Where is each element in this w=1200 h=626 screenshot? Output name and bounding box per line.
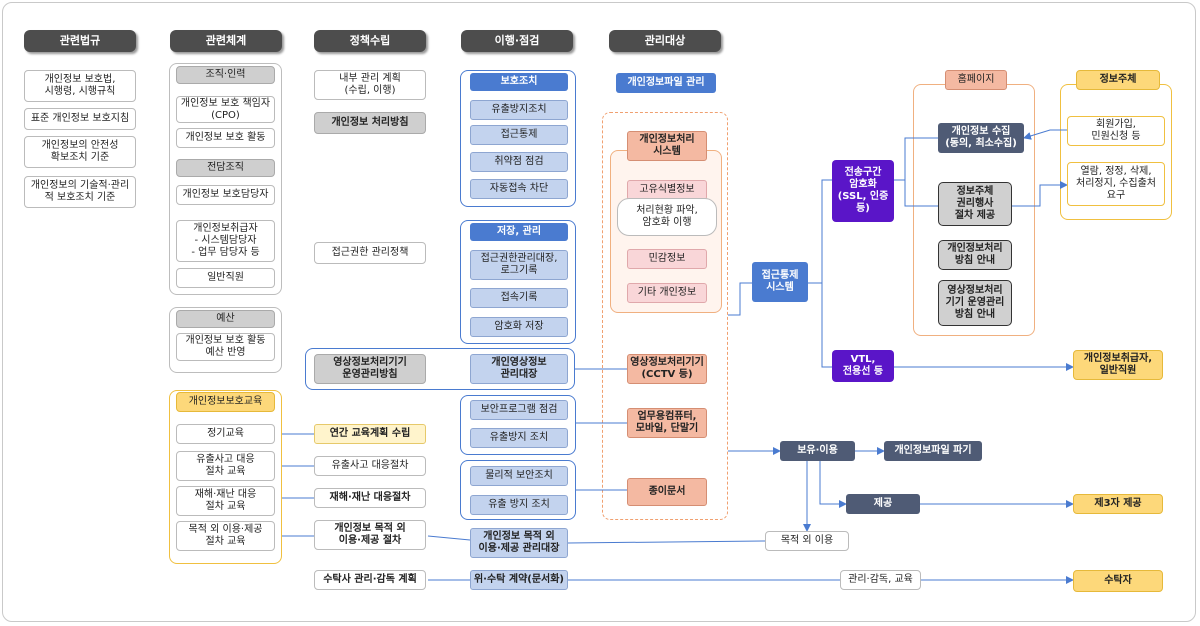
- edu-item: 정기교육: [176, 424, 275, 444]
- destroy-box: 개인정보파일 파기: [884, 441, 982, 461]
- provide-box: 제공: [846, 494, 920, 514]
- education-group: [169, 390, 282, 564]
- data-subject-label: 정보주체: [1076, 70, 1160, 90]
- access-system-box: 접근통제 시스템: [752, 262, 808, 302]
- security-check-box: 보안프로그램 점검: [470, 400, 568, 420]
- protect-activity-box: 개인정보 보호 활동: [176, 128, 275, 148]
- trustee-box: 수탁자: [1073, 570, 1163, 592]
- header-org: 관련체계: [170, 30, 282, 52]
- access-policy-box: 접근권한 관리정책: [314, 242, 426, 264]
- video-group: [305, 348, 575, 390]
- video-notice-box: 영상정보처리 기기 운영관리 방침 안내: [938, 280, 1012, 326]
- header-impl: 이행·점검: [461, 30, 573, 52]
- disaster-proc-box: 재해·재난 대응절차: [314, 488, 426, 508]
- budget-desc-box: 개인정보 보호 활동 예산 반영: [176, 333, 275, 361]
- leak-measure2-box: 유출 방지 조치: [470, 495, 568, 515]
- protection-label: 보호조치: [470, 73, 568, 91]
- education-label: 개인정보보호교육: [176, 392, 275, 412]
- leak-measure-box: 유출방지 조치: [470, 428, 568, 448]
- outsourcing-plan-box: 수탁사 관리·감독 계획: [314, 570, 426, 590]
- transmission-enc-box: 전송구간 암호화 (SSL, 인증 등): [832, 160, 894, 222]
- target-group: [602, 112, 728, 520]
- vtl-box: VTL, 전용선 등: [832, 350, 894, 382]
- purpose-use-box: 목적 외 이용: [765, 531, 849, 551]
- purpose-ledger-box: 개인정보 목적 외 이용·제공 관리대장: [470, 528, 568, 558]
- handlers-staff-box: 개인정보취급자, 일반직원: [1073, 350, 1163, 380]
- access-control-box: 접근통제: [470, 125, 568, 145]
- processing-policy-box: 개인정보 처리방침: [314, 112, 426, 134]
- rights-box: 정보주체 권리행사 절차 제공: [938, 182, 1012, 226]
- handler-box: 개인정보취급자 - 시스템담당자 - 업무 담당자 등: [176, 220, 275, 262]
- internal-plan-box: 내부 관리 계획 (수립, 이행): [314, 70, 426, 100]
- view-request-box: 열람, 정정, 삭제, 처리정지, 수집출처 요구: [1067, 162, 1165, 206]
- unique-id-box: 고유식별정보: [627, 180, 707, 200]
- leak-prevention-box: 유출방지조치: [470, 100, 568, 120]
- paper-box: 종이문서: [627, 478, 707, 506]
- budget-label: 예산: [176, 310, 275, 328]
- purpose-proc-box: 개인정보 목적 외 이용·제공 절차: [314, 520, 426, 550]
- devices-box: 업무용컴퓨터, 모바일, 단말기: [627, 408, 707, 438]
- leak-proc-box: 유출사고 대응절차: [314, 456, 426, 476]
- collect-box: 개인정보 수집 (동의, 최소수집): [938, 123, 1024, 153]
- video-ledger-box: 개인영상정보 관리대장: [470, 354, 568, 384]
- edu-item: 재해·재난 대응 절차 교육: [176, 486, 275, 516]
- org-hr-label: 조직·인력: [176, 66, 275, 84]
- annual-edu-box: 연간 교육계획 수립: [314, 424, 426, 444]
- law-item: 개인정보의 기술적·관리 적 보호조치 기준: [24, 176, 136, 208]
- physical-security-box: 물리적 보안조치: [470, 466, 568, 486]
- budget-group: [169, 307, 282, 373]
- header-law: 관련법규: [24, 30, 136, 52]
- general-staff-box: 일반직원: [176, 268, 275, 288]
- auto-block-box: 자동접속 차단: [470, 179, 568, 199]
- system-box: 개인정보처리 시스템: [627, 131, 707, 161]
- retain-use-box: 보유·이용: [780, 441, 855, 461]
- security-group: [460, 395, 576, 455]
- other-info-box: 기타 개인정보: [627, 283, 707, 303]
- storage-label: 저장, 관리: [470, 223, 568, 241]
- third-party-box: 제3자 제공: [1073, 494, 1163, 514]
- homepage-label: 홈페이지: [945, 70, 1007, 90]
- header-target: 관리대상: [609, 30, 721, 52]
- contract-box: 위·수탁 계약(문서화): [470, 570, 568, 590]
- law-item: 개인정보 보호법, 시행령, 시행규칙: [24, 70, 136, 102]
- vuln-check-box: 취약점 점검: [470, 152, 568, 172]
- edu-item: 목적 외 이용·제공 절차 교육: [176, 521, 275, 551]
- dedicated-label: 전담조직: [176, 159, 275, 177]
- policy-notice-box: 개인정보처리 방침 안내: [938, 240, 1012, 270]
- cctv-box: 영상정보처리기기 (CCTV 등): [627, 354, 707, 384]
- encrypt-store-box: 암호화 저장: [470, 317, 568, 337]
- signup-box: 회원가입, 민원신청 등: [1067, 116, 1165, 146]
- cpo-box: 개인정보 보호 책임자 (CPO): [176, 96, 275, 123]
- law-item: 개인정보의 안전성 확보조치 기준: [24, 136, 136, 168]
- law-item: 표준 개인정보 보호지침: [24, 108, 136, 130]
- officer-box: 개인정보 보호담당자: [176, 185, 275, 205]
- unique-id-desc: 처리현황 파악, 암호화 이행: [617, 198, 717, 236]
- sensitive-box: 민감정보: [627, 249, 707, 269]
- protection-group: [460, 70, 576, 207]
- access-log-box: 접속기록: [470, 288, 568, 308]
- access-ledger-box: 접근권한관리대장, 로그기록: [470, 250, 568, 280]
- org-group: [169, 63, 282, 295]
- supervise-box: 관리·감독, 교육: [840, 570, 921, 590]
- edu-item: 유출사고 대응 절차 교육: [176, 451, 275, 481]
- file-mgmt-label: 개인정보파일 관리: [616, 73, 716, 93]
- header-policy: 정책수립: [314, 30, 426, 52]
- storage-group: [460, 220, 576, 344]
- video-policy-box: 영상정보처리기기 운영관리방침: [314, 354, 426, 384]
